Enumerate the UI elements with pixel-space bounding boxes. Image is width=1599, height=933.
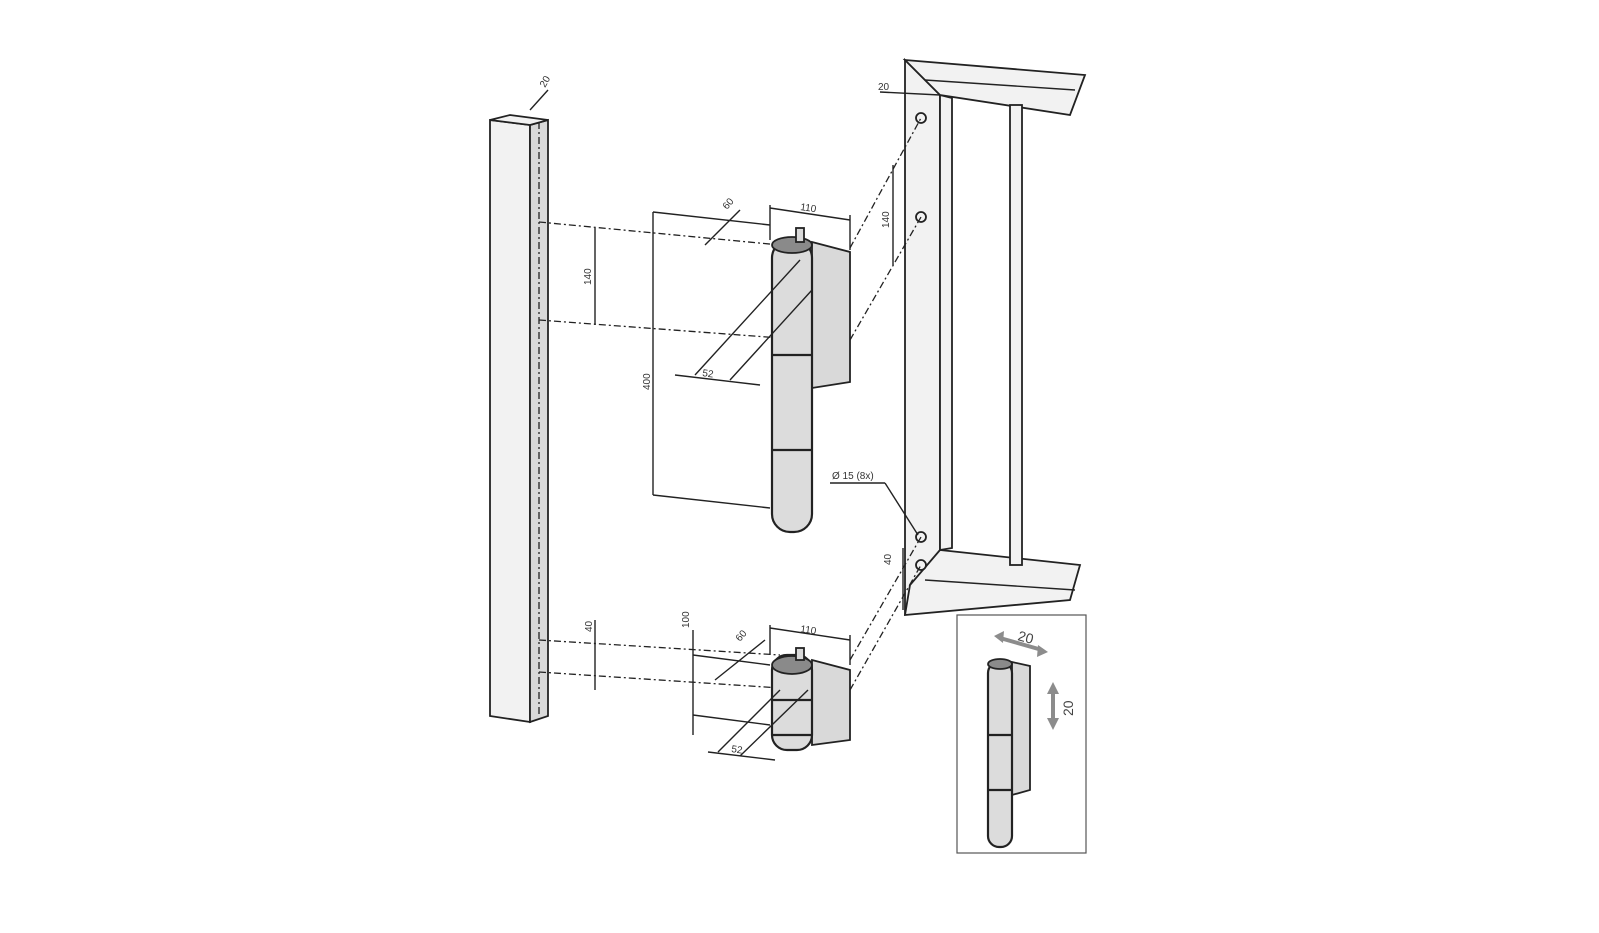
label-lower-hinge-height: 100	[681, 611, 692, 628]
label-post-hole-spacing-lower: 40	[584, 620, 595, 632]
mounting-holes	[915, 112, 927, 571]
label-lower-hinge-offset: 60	[734, 628, 750, 644]
label-gate-hole-spacing-lower: 40	[883, 553, 894, 565]
label-gate-hole-spacing-upper: 140	[881, 211, 892, 228]
adjustment-inset: 20 20	[956, 614, 1087, 854]
label-lower-barrel-offset: 52	[731, 744, 744, 757]
label-upper-hinge-width: 110	[800, 202, 818, 215]
label-upper-barrel-offset: 52	[702, 368, 715, 381]
upper-hinge	[770, 227, 851, 534]
label-lower-hinge-width: 110	[800, 624, 818, 637]
label-horizontal-adjust: 20	[1016, 627, 1035, 647]
label-gate-offset: 20	[878, 82, 890, 93]
label-hole-diameter: Ø 15 (8x)	[832, 471, 874, 482]
label-upper-hinge-offset: 60	[721, 196, 737, 212]
lower-hinge	[770, 647, 851, 752]
vertical-adjust-arrow-icon	[1047, 682, 1059, 730]
alignment-lines	[538, 117, 922, 691]
horizontal-adjust-arrow-icon	[994, 631, 1048, 657]
label-post-hole-spacing-upper: 140	[583, 268, 594, 285]
gate-post	[489, 89, 549, 724]
label-vertical-adjust: 20	[1060, 700, 1076, 716]
gate-frame	[902, 57, 1087, 617]
label-hinge-spacing: 400	[642, 373, 653, 390]
dimension-lines	[594, 91, 941, 761]
label-post-depth: 20	[538, 74, 553, 90]
